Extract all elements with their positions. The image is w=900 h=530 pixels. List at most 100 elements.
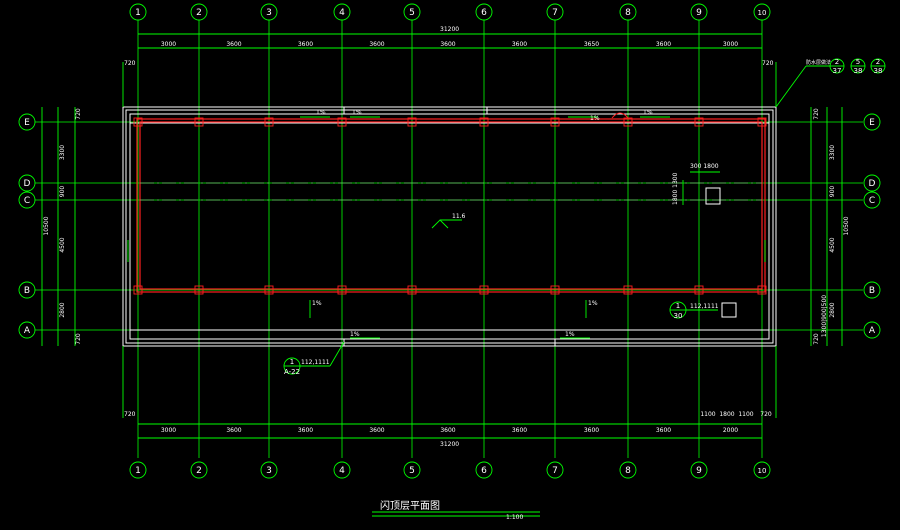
svg-text:4: 4 [339,466,345,476]
column-B-5 [407,285,417,295]
bottom-span-dim: 2000 [723,427,738,434]
top-span-dim: 3650 [584,41,599,48]
left-overall-dim: 10500 [43,216,50,235]
grid-bubble-top-10: 10 [753,3,771,21]
left-span-dim: 3300 [59,145,66,160]
svg-text:C: C [24,196,30,206]
grid-bubble-bottom-6: 6 [475,461,493,479]
svg-text:A: A [869,326,876,336]
svg-text:A-22: A-22 [284,368,300,376]
svg-text:1: 1 [135,8,141,18]
svg-text:10: 10 [758,9,767,17]
level-mark: 11.6 [431,213,466,229]
grid-bubble-left-B: B [18,281,36,299]
column-E-1 [133,117,143,127]
left-span-dim: 900 [59,186,66,198]
annotations: 1% 1% 1% 1% 1% 1% 1% 1% [127,109,766,339]
bottom-span-dim: 3600 [440,427,455,434]
svg-text:E: E [869,118,875,128]
top-span-dim: 3600 [226,41,241,48]
svg-text:2: 2 [835,58,839,66]
svg-text:11.6: 11.6 [452,213,466,220]
grid-bubble-right-A: A [863,321,881,339]
columns [133,117,767,295]
grid-bubble-bottom-1: 1 [129,461,147,479]
svg-text:5: 5 [409,466,415,476]
callout-mid-right: 1 30 112,1111 [669,301,719,320]
bottom-extra-dim: 1100 [738,411,753,418]
top-span-dim: 3600 [298,41,313,48]
grid-bubble-top-2: 2 [190,3,208,21]
svg-text:4: 4 [339,8,345,18]
left-edge-top-dim: 720 [75,108,82,120]
grid-bubble-top-9: 9 [690,3,708,21]
grid-bubble-bottom-5: 5 [403,461,421,479]
grid-bubble-right-B: B [863,281,881,299]
svg-text:112,1111: 112,1111 [690,303,719,310]
grid-bubble-top-8: 8 [619,3,637,21]
column-E-3 [264,117,274,127]
left-edge-bottom-dim: 720 [75,333,82,345]
svg-text:1%: 1% [350,331,360,338]
column-E-5 [407,117,417,127]
svg-text:1: 1 [135,466,141,476]
edge-dim-bl: 720 [124,411,136,418]
svg-text:1: 1 [676,302,680,310]
column-E-2 [194,117,204,127]
svg-text:112,1111: 112,1111 [301,359,330,366]
bottom-extra-dim: 1100 [700,411,715,418]
grid-bubble-bottom-8: 8 [619,461,637,479]
bottom-overall-dim: 31200 [440,441,459,448]
grid-bubble-bottom-2: 2 [190,461,208,479]
grid-bubble-left-E: E [18,113,36,131]
grid-bubble-left-A: A [18,321,36,339]
grid-bubble-right-E: E [863,113,881,131]
grid-bubble-bottom-7: 7 [546,461,564,479]
svg-text:37: 37 [833,67,842,75]
roof-hatch: 300 1800 1800 1300 [672,163,737,318]
slope-arrow-5: 1% [309,300,322,318]
svg-text:5: 5 [409,8,415,18]
top-overall-dim: 31200 [440,26,459,33]
bottom-extra-dim: 1800 [719,411,734,418]
bottom-span-dim: 3600 [584,427,599,434]
svg-text:1%: 1% [643,109,653,116]
edge-dim-tr: 720 [762,60,774,67]
grid-bubble-top-1: 1 [129,3,147,21]
edge-dim-tl: 720 [124,60,136,67]
grid-bubble-top-3: 3 [260,3,278,21]
top-span-dim: 3600 [512,41,527,48]
bottom-span-dim: 3600 [226,427,241,434]
drawing-title-block: 闪顶层平面图 1:100 [372,499,540,521]
column-E-4 [337,117,347,127]
svg-text:38: 38 [854,67,863,75]
grid-bubble-top-6: 6 [475,3,493,21]
svg-text:6: 6 [481,466,487,476]
column-E-6 [479,117,489,127]
column-B-1 [133,285,143,295]
svg-text:6: 6 [481,8,487,18]
dimension-lines: 31200 31200 720 720 720 [41,26,843,448]
svg-text:300 1800: 300 1800 [690,163,719,170]
axis-grid-lines [35,20,863,458]
callout-bottom-left: 1 A-22 112,1111 [283,341,345,376]
svg-text:9: 9 [696,8,702,18]
parapet-walls [122,106,777,347]
svg-text:E: E [24,118,30,128]
svg-text:8: 8 [625,466,631,476]
svg-text:1%: 1% [352,109,362,116]
svg-text:1%: 1% [312,300,322,307]
grid-bubble-right-D: D [863,174,881,192]
svg-text:D: D [869,179,876,189]
grid-bubble-left-D: D [18,174,36,192]
callout-top-right: 防水层做法 2 5 2 37 38 38 [775,58,886,108]
column-B-10 [757,285,767,295]
svg-text:1%: 1% [590,115,600,122]
drawing-title: 闪顶层平面图 [380,499,440,512]
grid-bubble-bottom-3: 3 [260,461,278,479]
bottom-span-dim: 3600 [656,427,671,434]
roof-beam-outline [136,118,766,293]
column-B-4 [337,285,347,295]
svg-text:1%: 1% [316,109,326,116]
top-span-dim: 3000 [723,41,738,48]
